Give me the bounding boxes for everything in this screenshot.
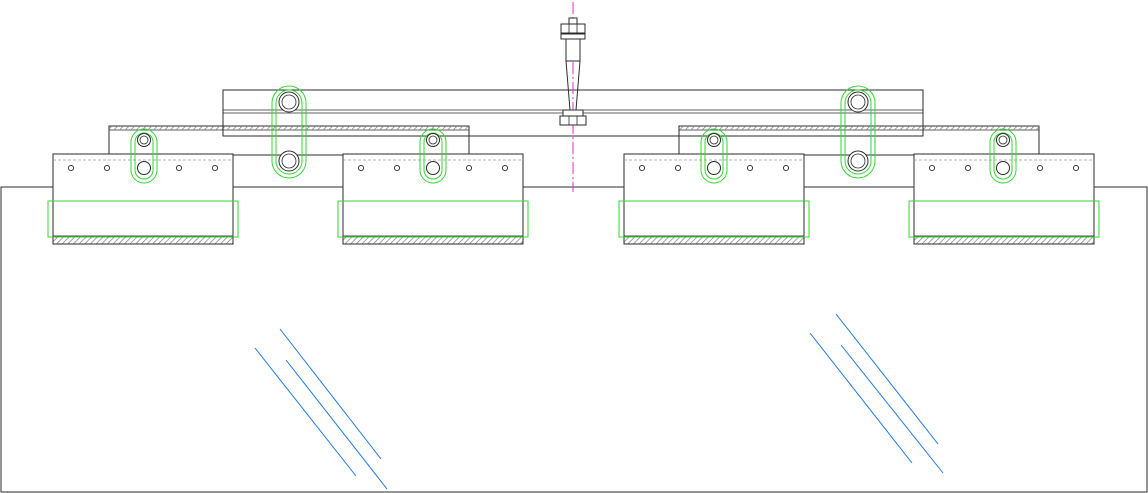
glass-panel bbox=[0, 186, 1148, 493]
glass-reflection-left bbox=[254, 328, 388, 490]
clamp-plate-2 bbox=[337, 153, 529, 245]
small-slot-4 bbox=[989, 128, 1017, 184]
large-slot-right bbox=[840, 85, 876, 179]
lower-beam-left bbox=[108, 125, 470, 156]
clamp-plate-3 bbox=[618, 153, 810, 245]
large-slot-left bbox=[271, 85, 307, 179]
clamp-plate-4 bbox=[908, 153, 1100, 245]
lifting-bolt-icon bbox=[559, 17, 587, 126]
small-slot-2 bbox=[419, 128, 447, 184]
small-slot-1 bbox=[130, 128, 158, 184]
glass-reflection-right bbox=[809, 313, 944, 474]
small-slot-3 bbox=[700, 128, 728, 184]
